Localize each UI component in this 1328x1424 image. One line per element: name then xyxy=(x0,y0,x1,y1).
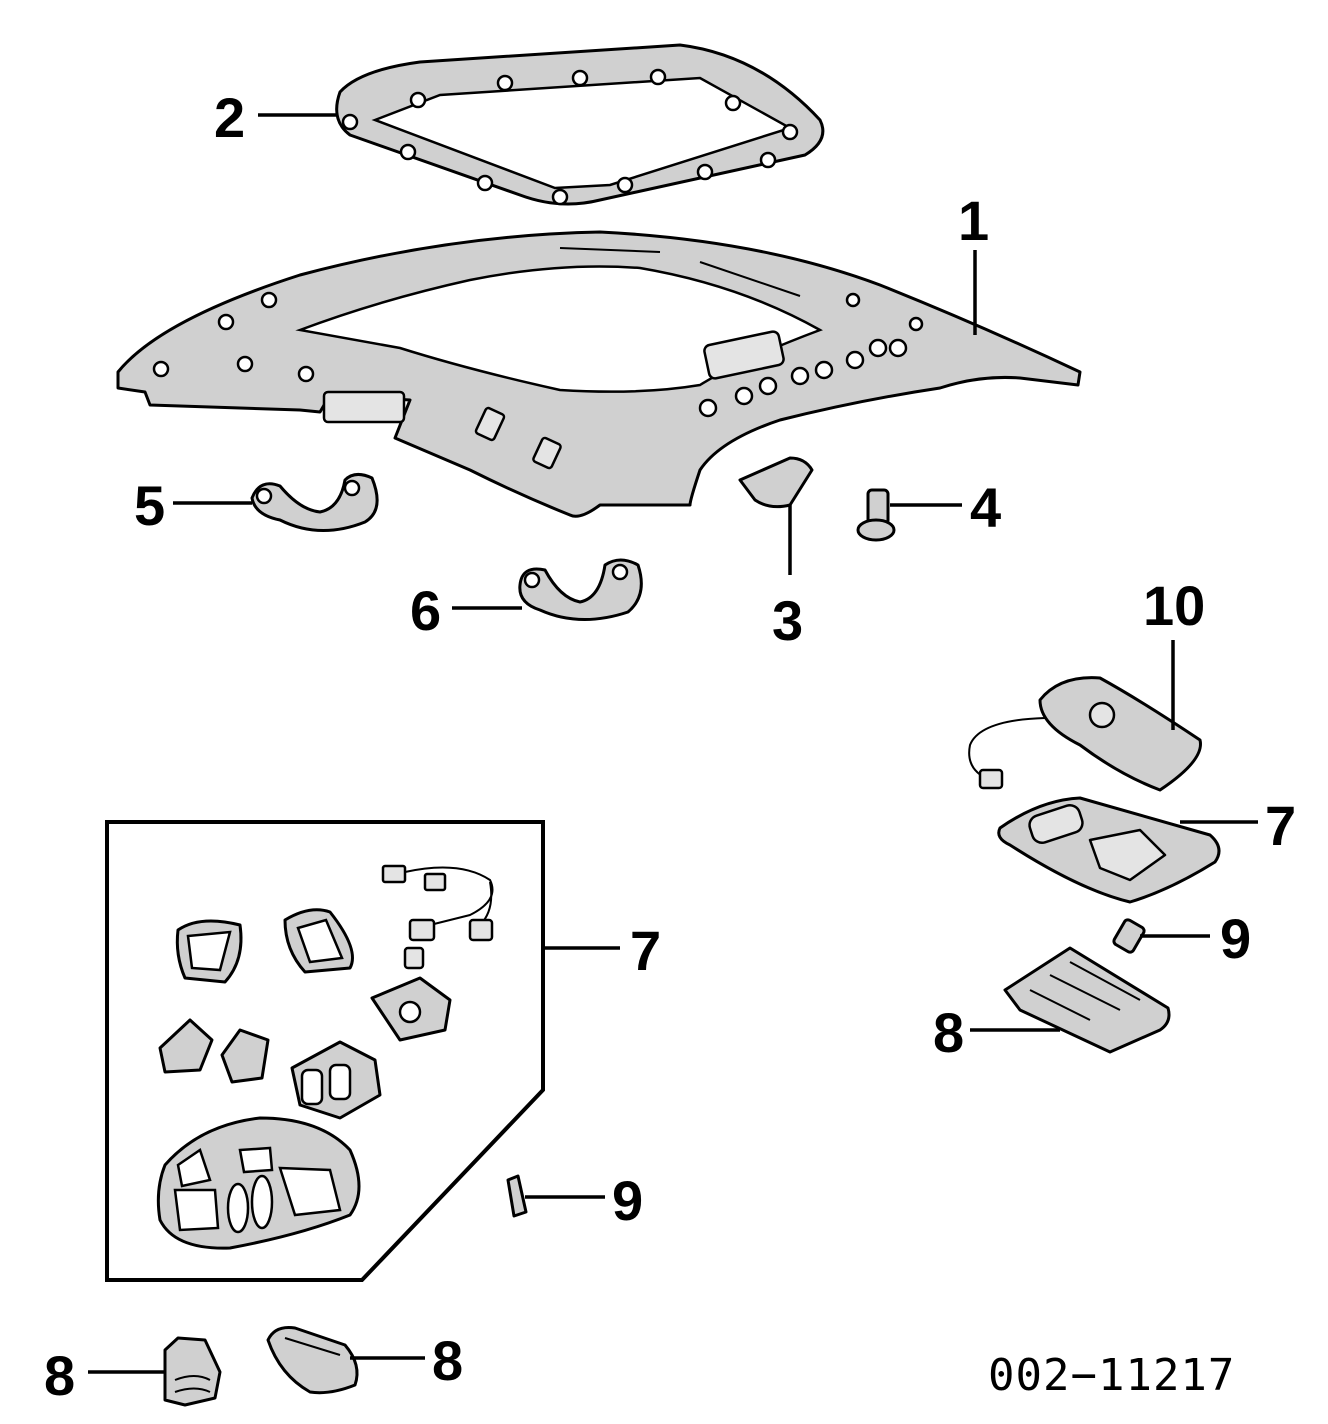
part-2-sunroof-frame xyxy=(335,43,825,206)
callout-8-bottom-middle: 8 xyxy=(432,1329,463,1392)
kit-clip-a xyxy=(158,1018,214,1074)
callout-labels: 2 1 4 5 3 6 10 7 9 8 7 9 8 8 xyxy=(44,86,1296,1407)
part-7-console-right xyxy=(997,796,1221,904)
kit-switch-housing xyxy=(290,1040,382,1120)
part-3-lens xyxy=(738,456,814,509)
kit-bezel-1 xyxy=(175,919,243,984)
part-4-clip xyxy=(856,488,896,542)
callout-5: 5 xyxy=(134,474,165,537)
part-5-handle xyxy=(250,473,379,532)
callout-7-right: 7 xyxy=(1265,794,1296,857)
callout-9-left: 9 xyxy=(612,1169,643,1232)
callout-2: 2 xyxy=(214,86,245,149)
callout-8-bottom-left: 8 xyxy=(44,1344,75,1407)
part-9-bulb-left xyxy=(506,1174,528,1218)
kit-bezel-2 xyxy=(283,908,354,974)
callout-1: 1 xyxy=(958,189,989,252)
part-1-headliner xyxy=(116,230,1082,518)
drawing-number: 002−11217 xyxy=(988,1350,1235,1401)
kit-clip-b xyxy=(220,1028,270,1084)
leader-lines xyxy=(88,113,1258,1374)
part-10-bracket xyxy=(968,676,1202,792)
callout-7-left: 7 xyxy=(630,919,661,982)
callout-6: 6 xyxy=(410,579,441,642)
part-9-bulb-right xyxy=(1112,918,1146,954)
kit-overhead-panel xyxy=(156,1116,361,1250)
callout-4: 4 xyxy=(970,476,1001,539)
part-6-handle xyxy=(518,558,643,621)
kit-harness xyxy=(381,864,494,970)
callout-3: 3 xyxy=(772,589,803,652)
part-8-lens-bottom-left xyxy=(163,1336,222,1407)
kit-switch-bracket xyxy=(370,976,452,1042)
callout-9-right: 9 xyxy=(1220,907,1251,970)
part-8-lens-right xyxy=(1003,946,1171,1054)
callout-8-right: 8 xyxy=(933,1001,964,1064)
kit-box xyxy=(105,820,545,1282)
callout-10: 10 xyxy=(1143,574,1205,637)
part-8-lens-bottom-middle xyxy=(266,1326,359,1395)
